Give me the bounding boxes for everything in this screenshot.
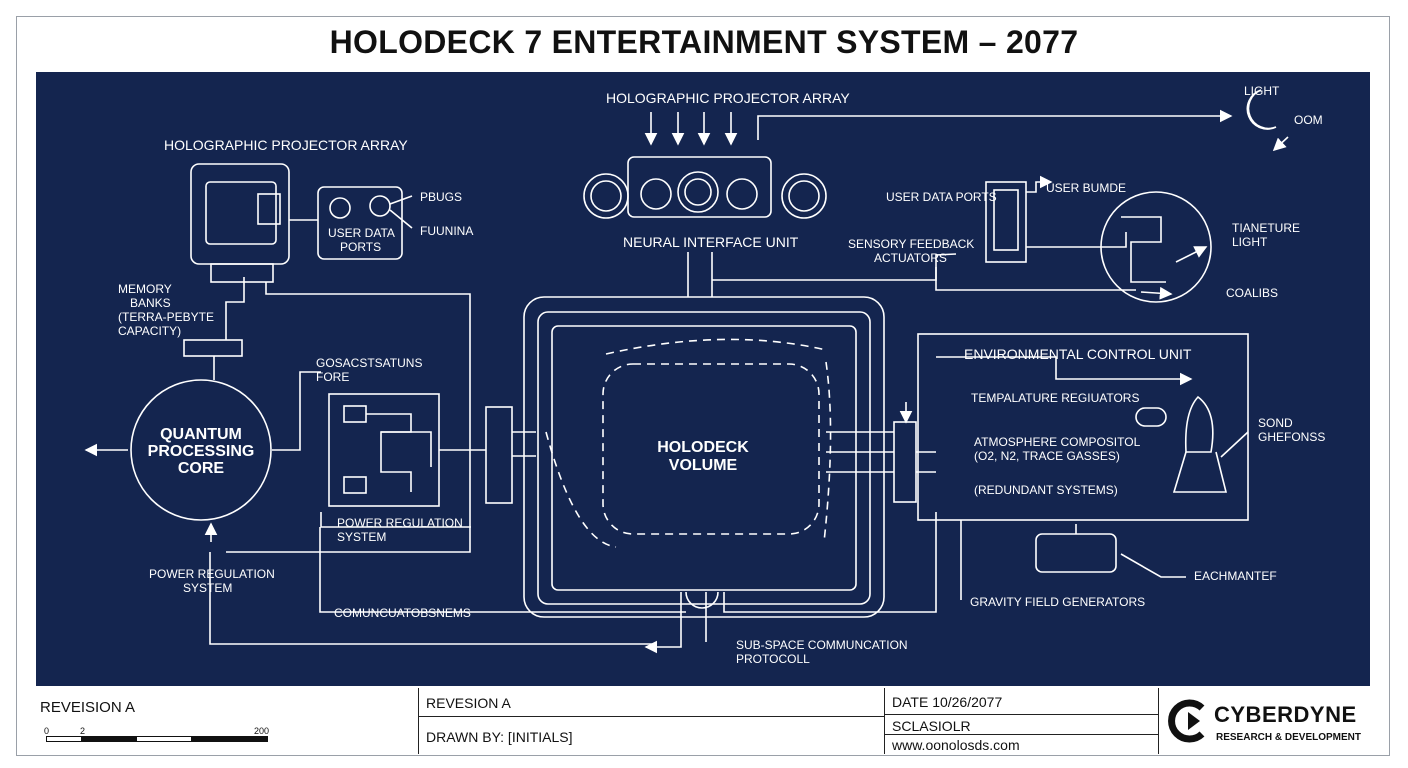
quantum-core-circle [130, 379, 272, 521]
page-title: HOLODECK 7 ENTERTAINMENT SYSTEM – 2077 [329, 24, 1079, 60]
label-memory-2: BANKS [130, 296, 171, 310]
label-memory-4: CAPACITY) [118, 324, 181, 338]
label-comm: COMUNCUATOBSNEMS [334, 606, 471, 620]
label-env-control: ENVIRONMENTAL CONTROL UNIT [964, 346, 1192, 362]
label-coallbs: COALIBS [1226, 286, 1278, 300]
label-power-outer-2: SYSTEM [183, 581, 232, 595]
label-power-inner-1: POWER REGULATION [337, 516, 463, 530]
label-power-outer-1: POWER REGULATION [149, 567, 275, 581]
left-projector-array [190, 163, 413, 283]
label-memory-3: (TERRA-PEBYTE [118, 310, 214, 324]
revision-left: REVEISION A [40, 699, 136, 716]
label-pbugs: PBUGS [420, 190, 462, 204]
label-sensory-1: SENSORY FEEDBACK [848, 237, 974, 251]
label-sond-1: SOND [1258, 416, 1293, 430]
label-redundant: (REDUNDANT SYSTEMS) [974, 483, 1118, 497]
date: DATE 10/26/2077 [892, 694, 1003, 710]
label-gravity: GRAVITY FIELD GENERATORS [970, 595, 1145, 609]
drawing-frame [16, 16, 1390, 756]
top-projector-array [583, 109, 1233, 219]
title-block-mid [418, 688, 884, 754]
label-user-data-ports: USER DATA PORTS [886, 190, 997, 204]
holodeck-volume-frame [523, 296, 885, 618]
system-diagram: HOLOGRAPHIC PROJECTOR ARRAY HOLOGRAPHIC … [84, 84, 1325, 666]
label-subspace-2: PROTOCOLL [736, 652, 810, 666]
label-memory-1: MEMORY [118, 282, 172, 296]
label-user-data-ports-2: PORTS [340, 240, 381, 254]
logo-name: CYBERDYNE [1214, 702, 1357, 727]
title-block-date [884, 688, 1158, 754]
label-quantum-1: QUANTUM [160, 426, 242, 443]
label-quantum-2: PROCESSING [148, 443, 255, 460]
website-url: www.oonolosds.com [892, 737, 1020, 753]
label-projector-top: HOLOGRAPHIC PROJECTOR ARRAY [606, 90, 850, 106]
label-atmos-1: ATMOSPHERE COMPOSITOL [974, 435, 1141, 449]
sensor-dome [1100, 191, 1212, 303]
label-eachmantef: EACHMANTEF [1194, 569, 1277, 583]
title-block: REVEISION A 0 2 200 REVESION A DRAWN BY:… [18, 688, 1388, 754]
scale-tick-2: 2 [80, 726, 86, 736]
logo-subtitle: RESEARCH & DEVELOPMENT [1216, 732, 1362, 743]
label-tianeture-2: LIGHT [1232, 235, 1268, 249]
label-holodeck-2: VOLUME [669, 457, 738, 474]
label-gosacst-1: GOSACSTSATUNS [316, 356, 422, 370]
label-sond-2: GHEFONSS [1258, 430, 1325, 444]
label-tianeture-1: TIANETURE [1232, 221, 1300, 235]
cyberdyne-logo-icon [1168, 699, 1205, 743]
label-fuunina: FUUNINA [420, 224, 473, 238]
label-sensory-2: ACTUATORS [874, 251, 947, 265]
label-user-bumde: USER BUMDE [1046, 181, 1126, 195]
label-user-data-ports-1: USER DATA [328, 226, 395, 240]
label-subspace-1: SUB-SPACE COMMUNCATION [736, 638, 908, 652]
label-temp-regulators: TEMPALATURE REGIUATORS [971, 391, 1139, 405]
label-atmos-2: (O2, N2, TRACE GASSES) [974, 449, 1120, 463]
label-projector-left: HOLOGRAPHIC PROJECTOR ARRAY [164, 137, 408, 153]
label-neural-interface: NEURAL INTERFACE UNIT [623, 234, 799, 250]
scale-tick-0: 0 [44, 726, 50, 736]
revision-mid: REVESION A [426, 695, 511, 711]
moon-light-icon [1246, 89, 1277, 130]
label-power-inner-2: SYSTEM [337, 530, 386, 544]
sclasiolr: SCLASIOLR [892, 718, 971, 734]
scale-tick-200: 200 [254, 726, 270, 736]
label-gosacst-2: FORE [316, 370, 349, 384]
label-light: LIGHT [1244, 84, 1280, 98]
scale-bar [46, 736, 268, 742]
environmental-control-box [917, 333, 1249, 521]
label-oom: OOM [1294, 113, 1323, 127]
title-block-logo [1158, 688, 1388, 754]
drawn-by: DRAWN BY: [INITIALS] [426, 729, 573, 745]
label-quantum-3: CORE [178, 460, 225, 477]
label-holodeck-1: HOLODECK [657, 439, 749, 456]
